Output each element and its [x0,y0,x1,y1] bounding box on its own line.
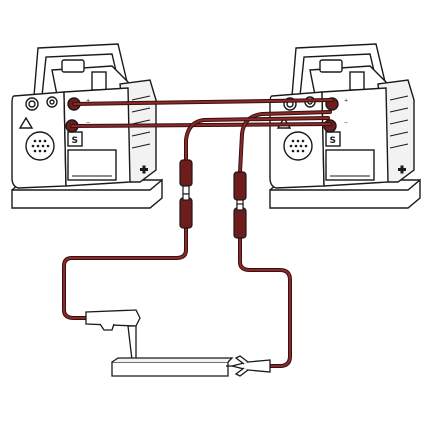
left-neg-mark: − [86,120,90,126]
cable-connector-icon [233,207,247,239]
cable-connector-icon [233,171,247,201]
right-neg-mark: − [344,120,348,126]
right-s-label: S [330,136,336,146]
left-vent-grill [25,131,55,161]
right-base-skid [269,178,421,209]
electrode-lead [238,236,292,368]
left-base-skid [11,178,163,209]
ground-clamp-icon [85,309,141,361]
cable-connector-icon [179,159,193,187]
left-s-panel [67,131,83,147]
right-pos-mark: + [344,98,348,104]
electrode-holder-icon [226,355,271,377]
left-cable-connector-pair [179,159,193,229]
left-welder-generator: S + − [11,43,163,209]
right-welder-generator: S + − [269,43,421,209]
workpiece-plate-icon [111,357,234,377]
cable-bundle [62,98,334,368]
left-s-label: S [72,136,78,146]
ground-lead [62,226,188,320]
left-pos-mark: + [86,98,90,104]
cable-connector-icon [179,197,193,229]
right-vent-grill [283,131,313,161]
right-cable-connector-pair [233,171,247,239]
right-s-panel [325,131,341,147]
